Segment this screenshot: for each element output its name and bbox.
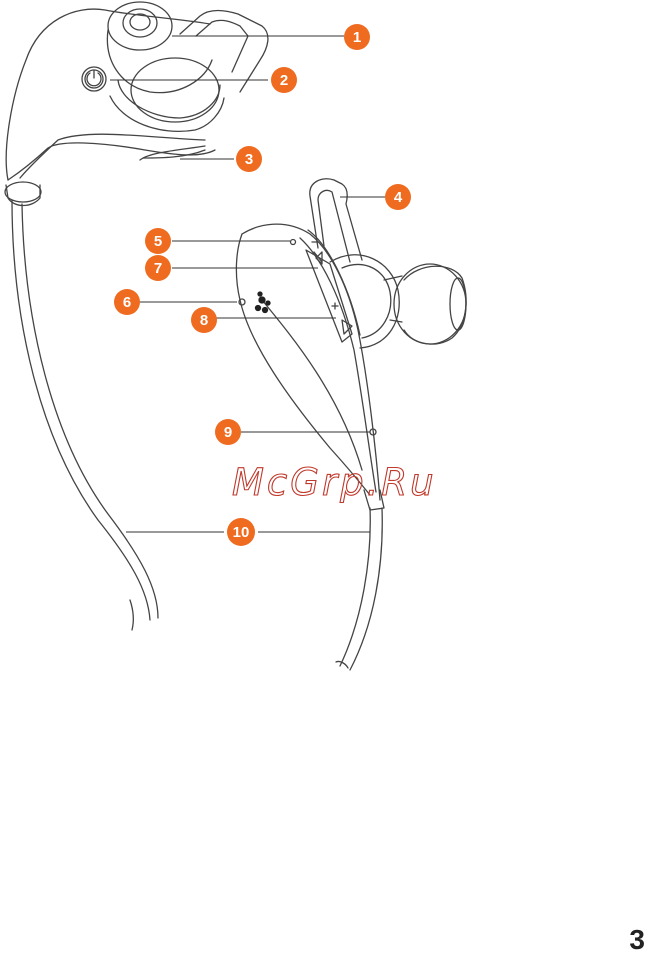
callout-5-label: 5	[154, 233, 162, 250]
callout-2: 2	[271, 67, 297, 93]
callout-7-label: 7	[154, 260, 162, 277]
callout-6: 6	[114, 289, 140, 315]
left-cable	[12, 200, 150, 620]
callout-3: 3	[236, 146, 262, 172]
left-earbud	[5, 2, 268, 206]
callout-9: 9	[215, 419, 241, 445]
callout-4-label: 4	[394, 189, 403, 206]
callout-8-label: 8	[200, 312, 208, 329]
callout-9-label: 9	[224, 424, 232, 441]
callout-3-label: 3	[245, 151, 253, 168]
page-number: 3	[629, 924, 645, 956]
callout-6-label: 6	[123, 294, 131, 311]
callout-5: 5	[145, 228, 171, 254]
callout-4: 4	[385, 184, 411, 210]
brand-logo-icon	[256, 292, 271, 313]
callout-10: 10	[227, 518, 255, 546]
callout-10-label: 10	[233, 524, 250, 541]
callout-1-label: 1	[353, 29, 361, 46]
callout-8: 8	[191, 307, 217, 333]
callout-7: 7	[145, 255, 171, 281]
callout-1: 1	[344, 24, 370, 50]
callout-2-label: 2	[280, 72, 288, 89]
watermark: McGrp.Ru	[232, 461, 437, 504]
